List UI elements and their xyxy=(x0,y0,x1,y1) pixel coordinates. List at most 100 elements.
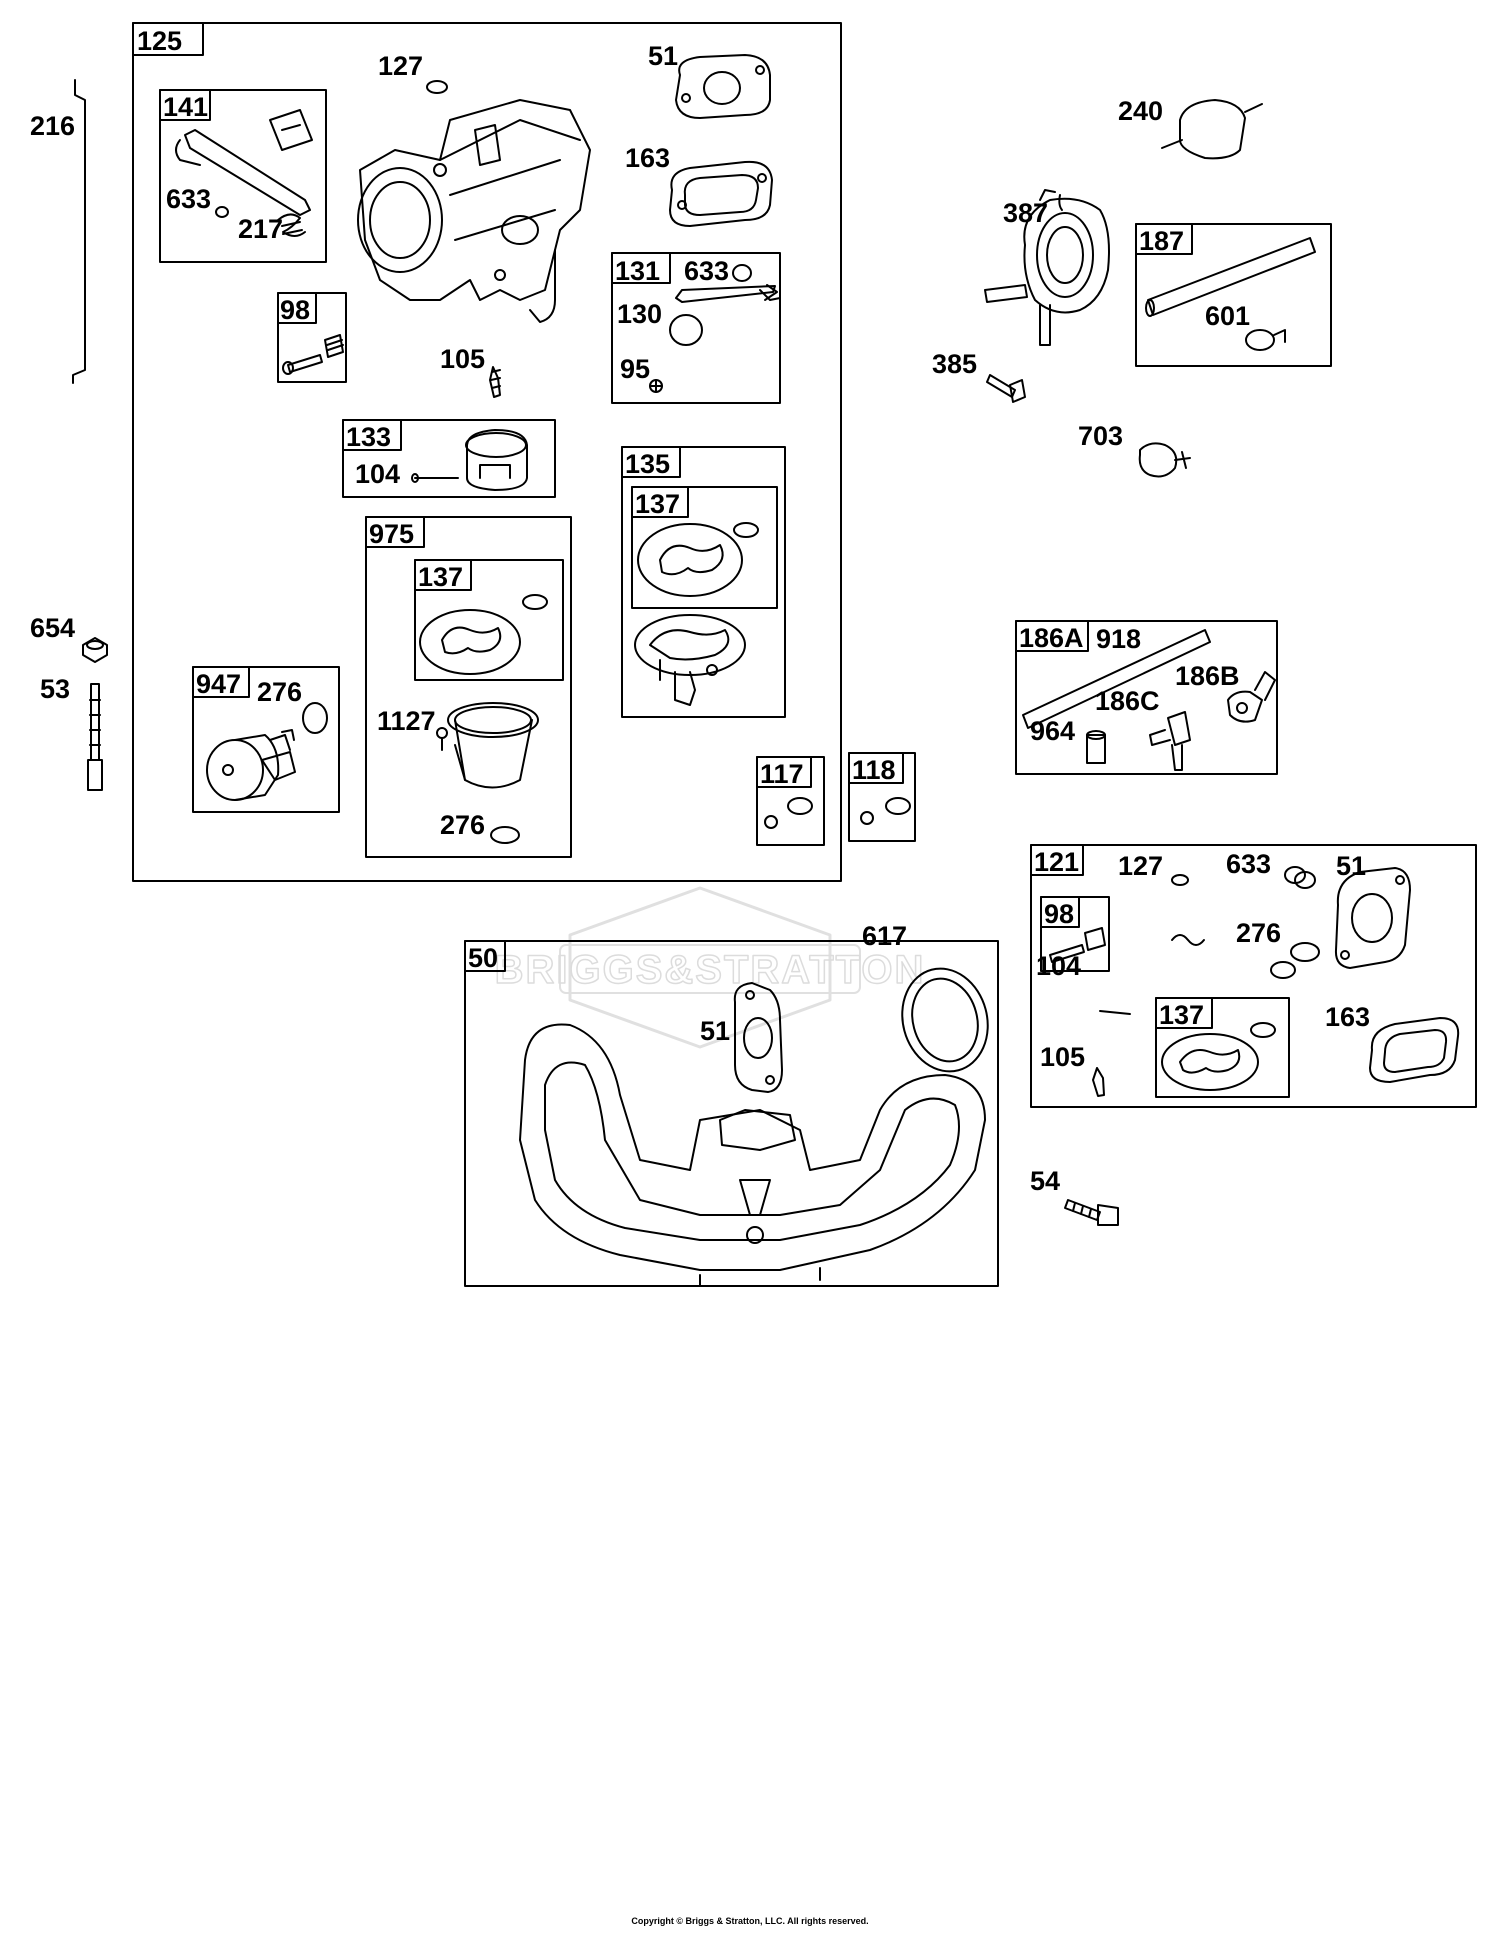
link-rod-216[interactable] xyxy=(72,79,86,384)
fuel-fitting-186b[interactable] xyxy=(1227,671,1276,723)
kit-box-186a[interactable]: 186A xyxy=(1015,620,1278,775)
carburetor-body[interactable] xyxy=(357,99,591,323)
kit-box-50[interactable]: 50 xyxy=(464,940,999,1287)
kit-box-125[interactable]: 125 xyxy=(132,22,842,882)
bowl-screw-1127[interactable] xyxy=(436,727,448,751)
needle-105-kit[interactable] xyxy=(1092,1067,1105,1097)
callout-51-kit: 51 xyxy=(1336,851,1366,881)
callout-labels: 216 127 51 163 633 217 105 633 130 95 10… xyxy=(30,41,1370,1196)
fuel-filter-240[interactable] xyxy=(1161,99,1263,160)
kit-box-137-in-135[interactable]: 137 xyxy=(631,486,778,609)
float-bowl[interactable] xyxy=(447,702,539,789)
callout-601: 601 xyxy=(1205,301,1250,331)
fuel-pump-387[interactable] xyxy=(984,189,1110,346)
kit-box-947[interactable]: 947 xyxy=(192,666,340,813)
callout-127: 127 xyxy=(378,51,423,81)
kit-box-121[interactable]: 121 98 137 xyxy=(1030,844,1477,1108)
gasket-163-kit[interactable] xyxy=(1369,1017,1460,1083)
callout-387: 387 xyxy=(1003,198,1048,228)
float-needle-105-left[interactable] xyxy=(489,366,501,398)
kit-box-187[interactable]: 187 xyxy=(1135,223,1332,367)
hose-clamp-601[interactable] xyxy=(1245,329,1286,351)
o-ring-127-kit[interactable] xyxy=(1171,874,1189,886)
clip-703[interactable] xyxy=(1138,442,1191,478)
callout-1127: 1127 xyxy=(377,706,436,736)
callout-51: 51 xyxy=(648,41,678,71)
kit-box-975[interactable]: 975 137 xyxy=(365,516,572,858)
gasket-51-top[interactable] xyxy=(675,54,771,119)
washer-276-kit-a[interactable] xyxy=(1290,942,1320,962)
callout-104: 104 xyxy=(355,459,400,489)
callout-918: 918 xyxy=(1096,624,1141,654)
callout-130: 130 xyxy=(617,299,662,329)
callout-276-solenoid: 276 xyxy=(257,677,302,707)
kit-label-131: 131 xyxy=(615,256,660,286)
fuel-solenoid[interactable] xyxy=(206,729,296,801)
callout-385: 385 xyxy=(932,349,977,379)
kit-label-133: 133 xyxy=(346,422,391,452)
callout-163: 163 xyxy=(625,143,670,173)
kit-box-98-left[interactable]: 98 xyxy=(277,292,347,383)
callout-104-kit: 104 xyxy=(1036,951,1081,981)
gasket-51-manifold[interactable] xyxy=(733,982,783,1093)
kit-label-137-a: 137 xyxy=(635,489,680,519)
spring-kit[interactable] xyxy=(1171,934,1205,946)
intake-manifold[interactable] xyxy=(519,1023,986,1286)
kit-label-118: 118 xyxy=(852,755,896,785)
callout-633-kit: 633 xyxy=(1226,849,1271,879)
float-bowl-plate[interactable] xyxy=(634,614,746,706)
callout-617: 617 xyxy=(862,921,907,951)
washer-276-solenoid[interactable] xyxy=(302,702,328,734)
kit-label-98-left: 98 xyxy=(280,295,310,325)
callout-51-manifold: 51 xyxy=(700,1016,730,1046)
watermark-text: BRIGGS&STRATTON xyxy=(495,948,926,992)
kit-box-98-right[interactable]: 98 xyxy=(1040,896,1110,972)
callout-186b: 186B xyxy=(1175,661,1240,691)
washer-276-kit-b[interactable] xyxy=(1270,961,1296,979)
kit-box-141[interactable]: 141 xyxy=(159,89,327,263)
kit-label-50: 50 xyxy=(468,943,498,973)
callout-654: 654 xyxy=(30,613,75,643)
callout-105-kit: 105 xyxy=(1040,1042,1085,1072)
gasket-617[interactable] xyxy=(891,959,999,1081)
kit-box-131[interactable]: 131 xyxy=(611,252,781,404)
kit-label-947: 947 xyxy=(196,669,241,699)
kit-box-117[interactable]: 117 xyxy=(756,756,825,846)
fuel-line-918[interactable] xyxy=(1022,629,1211,729)
callout-186c: 186C xyxy=(1095,686,1160,716)
washer-276-bowl[interactable] xyxy=(490,826,520,844)
gasket-51-kit[interactable] xyxy=(1334,867,1411,969)
kit-label-137-b: 137 xyxy=(418,562,463,592)
kit-box-133[interactable]: 133 xyxy=(342,419,556,498)
callout-703: 703 xyxy=(1078,421,1123,451)
fuel-fitting-186c[interactable] xyxy=(1149,711,1191,771)
callout-95: 95 xyxy=(620,354,650,384)
kit-box-137-in-121[interactable]: 137 xyxy=(1155,997,1290,1098)
callout-127-kit: 127 xyxy=(1118,851,1163,881)
pin-104-kit[interactable] xyxy=(1099,1010,1131,1015)
sleeve-964[interactable] xyxy=(1086,730,1106,764)
kit-box-135[interactable]: 135 137 xyxy=(621,446,786,718)
o-ring-127[interactable] xyxy=(426,80,448,94)
bushing-633-kit[interactable] xyxy=(1284,866,1316,889)
screw-385[interactable] xyxy=(986,374,1026,403)
kit-label-141: 141 xyxy=(163,92,208,122)
kit-label-975: 975 xyxy=(369,519,414,549)
callout-964: 964 xyxy=(1030,716,1075,746)
bolt-54[interactable] xyxy=(1064,1199,1119,1226)
gasket-163-top[interactable] xyxy=(669,160,773,227)
callout-217: 217 xyxy=(238,214,283,244)
kit-label-186a: 186A xyxy=(1019,623,1084,653)
kit-label-98-right: 98 xyxy=(1044,899,1074,929)
kit-label-125: 125 xyxy=(137,26,182,56)
stud-53[interactable] xyxy=(87,683,103,791)
callout-633-shaft: 633 xyxy=(684,256,729,286)
kit-box-137-in-975[interactable]: 137 xyxy=(414,559,564,681)
callout-633: 633 xyxy=(166,184,211,214)
callout-216: 216 xyxy=(30,111,75,141)
brand-watermark: BRIGGS&STRATTON xyxy=(494,886,926,1049)
nut-654[interactable] xyxy=(82,637,108,663)
fuel-line-187[interactable] xyxy=(1147,237,1316,316)
kit-box-118[interactable]: 118 xyxy=(848,752,916,842)
